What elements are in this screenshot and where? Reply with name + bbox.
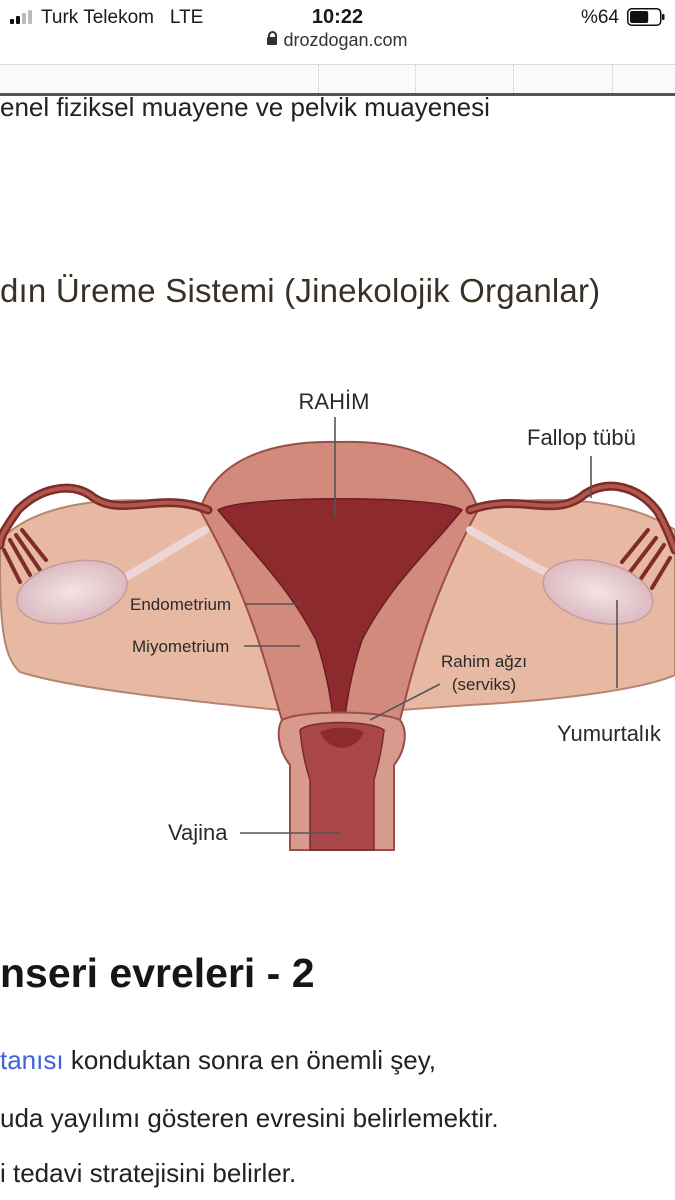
clock: 10:22 — [311, 6, 364, 28]
paragraph-top-line: enel fiziksel muayene ve pelvik muayenes… — [0, 92, 490, 122]
left-ovary — [16, 559, 128, 625]
label-fallop-tubu: Fallop tübü — [527, 425, 636, 450]
paragraph-line-3: i tedavi stratejisini belirler. — [0, 1158, 297, 1188]
paragraph-line-1-text: konduktan sonra en önemli şey, — [63, 1045, 436, 1075]
left-fimbriae — [2, 528, 48, 584]
label-yumurtalik: Yumurtalık — [557, 721, 662, 746]
url-domain: drozdogan.com — [283, 30, 408, 50]
uterine-cavity — [216, 498, 464, 746]
label-vajina: Vajina — [168, 820, 228, 845]
lock-icon — [267, 31, 278, 45]
vagina — [299, 721, 385, 851]
label-endometrium: Endometrium — [130, 595, 231, 614]
label-rahim-agzi: Rahim ağzı — [441, 652, 527, 671]
status-bar: Turk Telekom LTE 10:22 %64 — [0, 0, 675, 34]
label-miyometrium: Miyometrium — [132, 637, 229, 656]
battery-icon — [627, 8, 665, 26]
diagnosis-link[interactable]: tanısı — [0, 1045, 64, 1075]
tab-strip — [0, 64, 675, 96]
label-serviks: (serviks) — [452, 675, 516, 694]
section-heading: nseri evreleri - 2 — [0, 950, 315, 996]
paragraph-line-2: uda yayılımı gösteren evresini belirleme… — [0, 1103, 499, 1133]
paragraph-line-1: tanısı konduktan sonra en önemli şey, — [0, 1045, 436, 1076]
leader-lines — [240, 417, 618, 834]
carrier-label: Turk Telekom LTE — [41, 7, 204, 28]
signal-strength-icon — [10, 10, 36, 24]
network-type: LTE — [169, 7, 204, 28]
anatomy-figure: RAHİM Fallop tübü Endometrium Miyometriu… — [0, 389, 675, 851]
label-rahim: RAHİM — [299, 389, 370, 414]
figure-title: dın Üreme Sistemi (Jinekolojik Organlar) — [0, 272, 601, 309]
right-fimbriae — [620, 528, 672, 590]
address-bar[interactable]: drozdogan.com — [0, 30, 675, 58]
battery-percent: %64 — [580, 7, 619, 28]
right-ovary — [542, 559, 654, 625]
